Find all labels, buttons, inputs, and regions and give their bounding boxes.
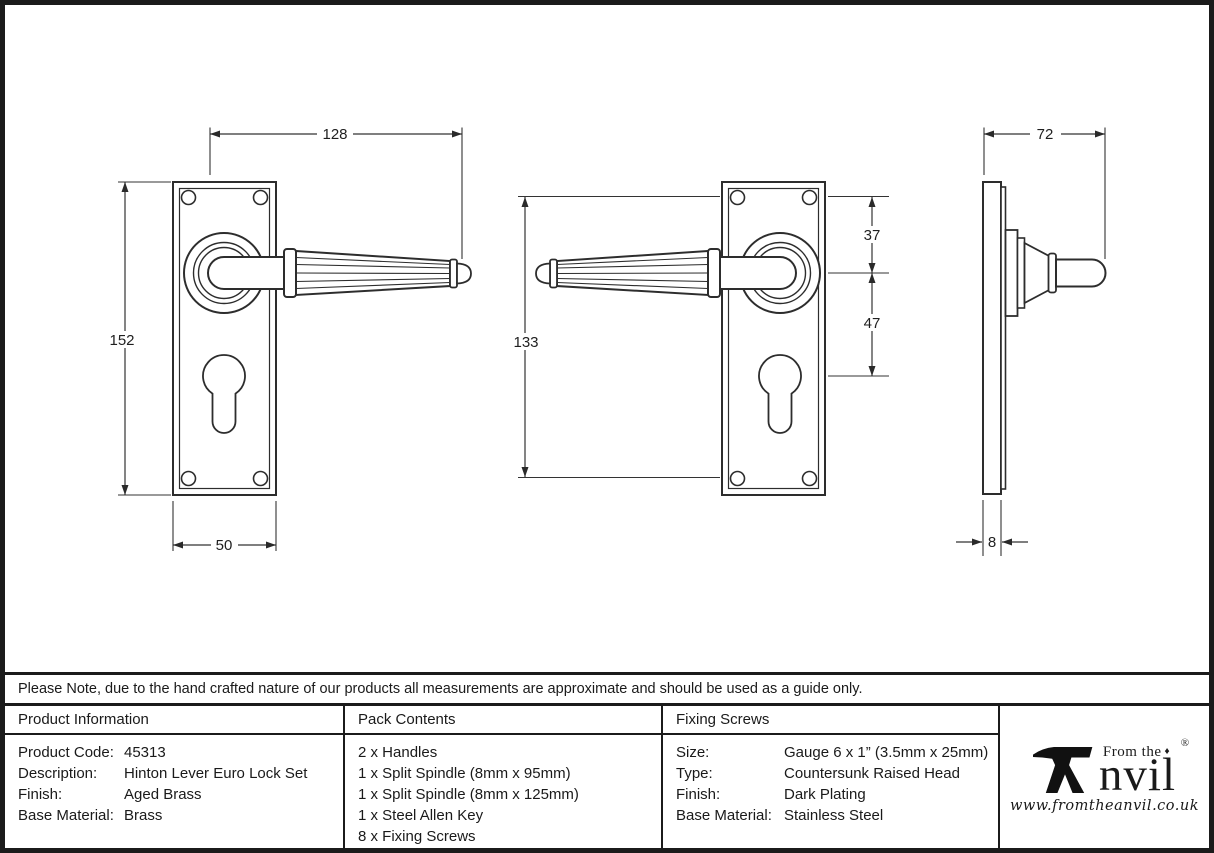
front-view-dimensions [118,127,463,551]
row-value: Dark Plating [784,786,866,803]
lever-collar [707,248,721,298]
lever-neck [207,256,287,290]
euro-cylinder-cutout [758,354,802,434]
registered-mark: ® [1180,736,1190,749]
screw-holes [729,189,818,487]
centres-dimensions [518,195,889,479]
list-item: 2 x Handles [358,744,438,761]
list-item: 1 x Split Spindle (8mm x 95mm) [358,765,571,782]
list-item: 1 x Split Spindle (8mm x 125mm) [358,786,579,803]
dim-lever-length: 128 [322,126,347,143]
row-value: Brass [124,807,163,824]
note-text: Please Note, due to the hand crafted nat… [18,681,863,697]
table-row: Finish: Aged Brass [18,784,343,805]
side-view-dimensions [956,127,1106,556]
side-view [982,181,1107,495]
technical-drawing: 128 152 50 [105,125,1107,556]
anvil-icon [1032,746,1093,793]
row-value: Hinton Lever Euro Lock Set [124,765,308,782]
from-the-anvil-logo: From the♦ nvil ® www.fromtheanvil.co.uk [1009,737,1200,814]
grip-profile [1055,258,1107,288]
grip-flutes [295,256,451,290]
list-item: 1 x Steel Allen Key [358,807,484,824]
brand-logo-cell: From the♦ nvil ® www.fromtheanvil.co.uk [1000,706,1209,848]
row-value: Gauge 6 x 1” (3.5mm x 25mm) [784,744,989,761]
dim-projection: 72 [1037,126,1054,143]
table-row: Description: Hinton Lever Euro Lock Set [18,763,343,784]
dim-handle-to-euro: 47 [864,315,881,332]
row-label: Base Material: [18,807,114,824]
table-row: Type: Countersunk Raised Head [676,763,998,784]
info-table: Product Information Product Code: 45313 … [5,706,1209,848]
lever-neck [717,256,797,290]
fixing-screws-section: Fixing Screws Size: Gauge 6 x 1” (3.5mm … [663,706,1000,848]
row-label: Description: [18,765,98,782]
dim-fixing-centres: 133 [513,334,538,351]
logo-from-the: From the♦ [1102,743,1171,760]
row-value: Aged Brass [124,786,202,803]
measurement-note: Please Note, due to the hand crafted nat… [5,672,1209,706]
list-item: 8 x Fixing Screws [358,828,476,845]
row-value: Countersunk Raised Head [784,765,960,782]
diamond-icon: ♦ [1164,745,1171,757]
row-label: Size: [676,744,710,761]
fixing-screws-header: Fixing Screws [663,706,998,735]
row-value: Stainless Steel [784,807,884,824]
dim-plate-height: 152 [109,332,134,349]
grip-flutes [556,256,709,290]
pack-contents-header: Pack Contents [345,706,661,735]
rose-profile [1004,229,1019,317]
collar-profile [1047,252,1057,294]
table-row: Base Material: Stainless Steel [676,805,998,826]
row-label: Type: [676,765,713,782]
lever-collar [283,248,297,298]
row-label: Finish: [676,786,721,803]
table-row: Finish: Dark Plating [676,784,998,805]
finial-ring [449,258,458,289]
row-label: Product Code: [18,744,114,761]
euro-cylinder-cutout [202,354,246,434]
logo-wordmark: nvil [1098,748,1177,801]
dim-plate-width: 50 [216,537,233,554]
row-label: Base Material: [676,807,772,824]
table-row: Product Code: 45313 [18,742,343,763]
table-row: Base Material: Brass [18,805,343,826]
front-view-lever-left [535,181,826,496]
finial-dome [535,262,551,285]
row-label: Finish: [18,786,63,803]
website-url: www.fromtheanvil.co.uk [1009,797,1200,814]
product-information-section: Product Information Product Code: 45313 … [5,706,345,848]
pack-contents-section: Pack Contents 2 x Handles 1 x Split Spin… [345,706,663,848]
neck-cone-profile [1023,241,1051,305]
finial-ring [549,258,558,289]
product-information-header: Product Information [5,706,343,735]
row-value: 45313 [124,744,166,761]
dim-thickness: 8 [988,534,996,551]
front-view-lever-right [172,181,472,496]
table-row: Size: Gauge 6 x 1” (3.5mm x 25mm) [676,742,998,763]
dim-top-to-handle: 37 [864,227,881,244]
screw-holes [180,189,269,487]
finial-dome [456,262,472,285]
